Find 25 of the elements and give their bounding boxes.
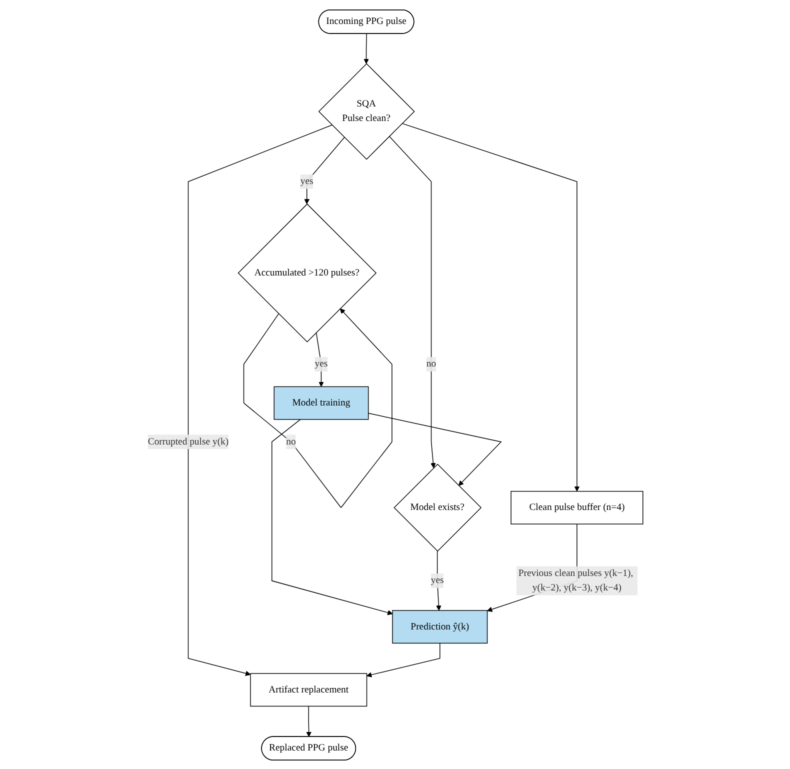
arrow bbox=[271, 418, 392, 615]
arrow bbox=[306, 705, 312, 737]
arrow bbox=[368, 412, 502, 486]
edge-label: Previous clean pulses y(k−1), y(k−2), y(k−3), y(k−4) bbox=[518, 568, 633, 592]
edge-label: yes bbox=[300, 176, 313, 186]
node-box: Prediction ŷ(k) bbox=[392, 610, 488, 644]
node-diamond: Accumulated >120 pulses? bbox=[237, 203, 376, 342]
edge-label: no bbox=[286, 436, 296, 446]
edge-label: yes bbox=[430, 574, 444, 586]
node-diamond: SQA Pulse clean? bbox=[318, 62, 414, 160]
node-box: Clean pulse buffer (n=4) bbox=[510, 490, 643, 524]
arrow bbox=[388, 135, 436, 468]
edge-label: no bbox=[426, 358, 436, 369]
arrow bbox=[436, 550, 441, 610]
node-box: Artifact replacement bbox=[250, 672, 367, 706]
arrow bbox=[304, 136, 344, 204]
node-diamond: Model exists? bbox=[393, 463, 482, 552]
arrow bbox=[363, 32, 369, 64]
edge-label: Corrupted pulse y(k) bbox=[147, 436, 228, 446]
arrow bbox=[243, 308, 392, 508]
arrow bbox=[401, 122, 580, 492]
arrow bbox=[188, 124, 332, 676]
edge-label: yes bbox=[314, 358, 328, 369]
node-box: Model training bbox=[273, 386, 368, 420]
arrow bbox=[366, 642, 440, 677]
